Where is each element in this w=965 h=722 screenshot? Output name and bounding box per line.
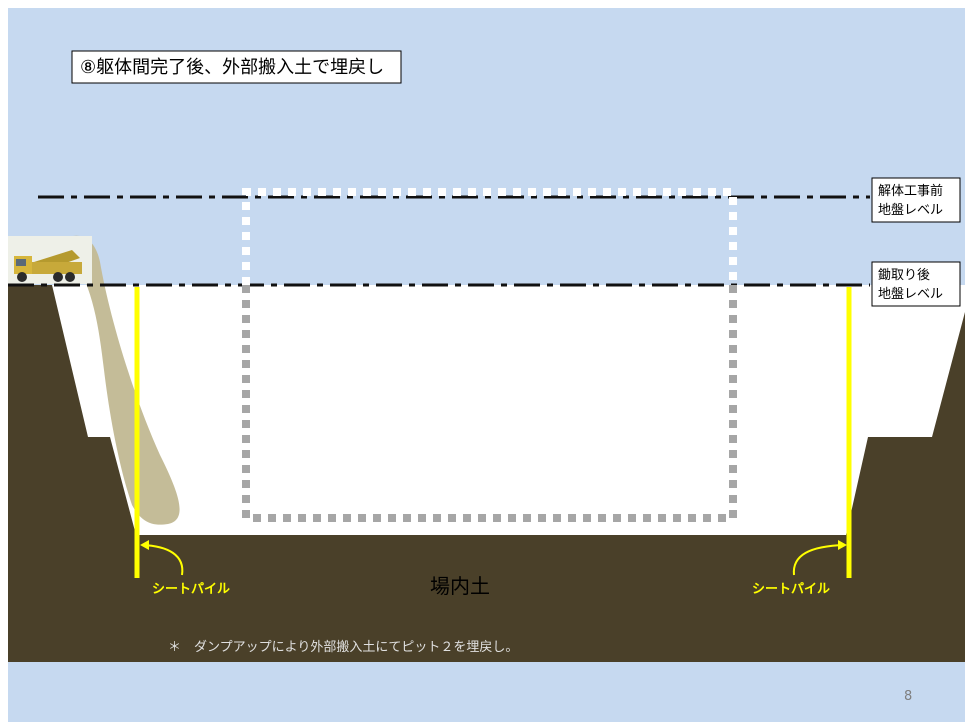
sheet-pile-left-label: シートパイル — [152, 582, 230, 597]
excavation-pit — [52, 285, 965, 535]
footnote: ＊ ダンプアップにより外部搬入土にてピット２を埋戻し。 — [168, 640, 518, 655]
page-number: 8 — [904, 689, 912, 704]
page-title: ⑧躯体間完了後、外部搬入土で埋戻し — [80, 57, 384, 78]
level-label-after: 鋤取り後 地盤レベル — [878, 268, 943, 302]
imported-fill-soil — [62, 235, 180, 525]
dump-truck-icon — [8, 236, 92, 284]
level-label-before-box — [871, 177, 961, 223]
building-outline-above — [242, 188, 737, 285]
level-label-before: 解体工事前 地盤レベル — [878, 183, 947, 218]
onsite-soil-label: 場内土 — [430, 574, 490, 598]
sheet-pile-right-label: シートパイル — [752, 582, 830, 597]
sheet-pile-left-pointer — [140, 540, 184, 576]
title-box — [71, 50, 402, 84]
sheet-pile-right-pointer — [792, 540, 847, 576]
level-label-after-box — [871, 261, 961, 307]
